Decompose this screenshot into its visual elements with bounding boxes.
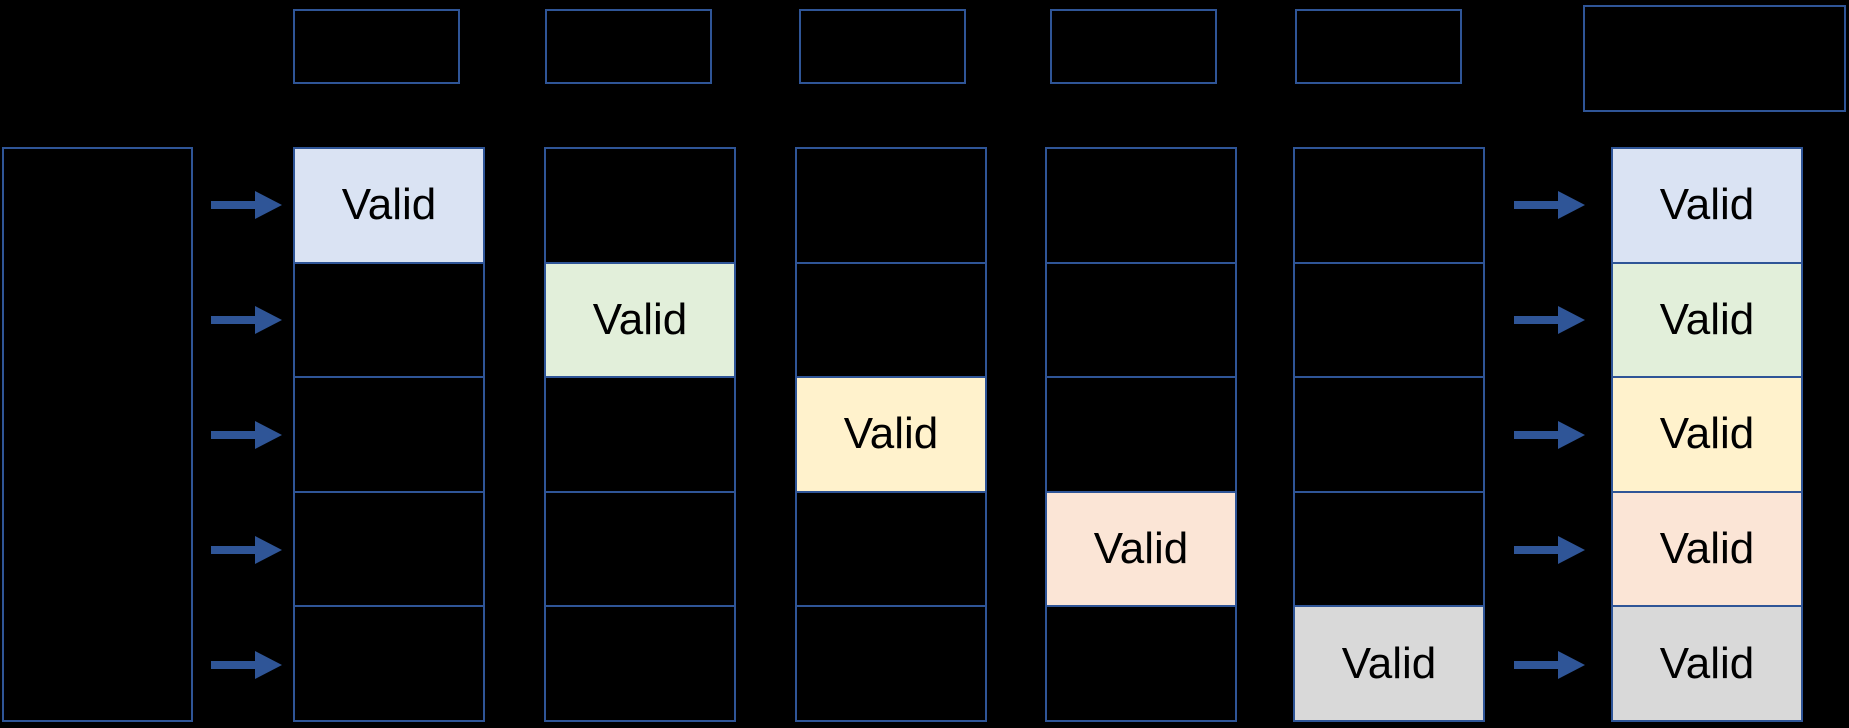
- valid-cell: Valid: [797, 378, 985, 493]
- valid-cell: Valid: [1613, 607, 1801, 720]
- empty-cell: [797, 607, 985, 720]
- valid-label: Valid: [843, 409, 939, 459]
- empty-cell: [1047, 149, 1235, 264]
- valid-cell: Valid: [546, 263, 734, 379]
- column-3: Valid: [795, 147, 987, 722]
- column-2: Valid: [544, 147, 736, 722]
- valid-label: Valid: [1659, 638, 1755, 688]
- empty-cell: [546, 149, 734, 264]
- valid-cell: Valid: [1047, 492, 1235, 608]
- valid-label: Valid: [341, 180, 437, 230]
- arrow-right-icon: [1514, 306, 1585, 334]
- valid-cell: Valid: [1613, 492, 1801, 608]
- valid-cell: Valid: [1613, 378, 1801, 493]
- empty-cell: [1295, 378, 1483, 493]
- valid-label: Valid: [1659, 409, 1755, 459]
- empty-cell: [295, 607, 483, 720]
- empty-cell: [797, 493, 985, 608]
- header-box-5: [1295, 9, 1462, 84]
- empty-cell: [797, 149, 985, 264]
- empty-cell: [295, 493, 483, 608]
- column-4: Valid: [1045, 147, 1237, 722]
- arrow-right-icon: [211, 421, 282, 449]
- empty-cell: [1295, 493, 1483, 608]
- arrow-right-icon: [211, 306, 282, 334]
- arrow-right-icon: [211, 536, 282, 564]
- header-box-4: [1050, 9, 1217, 84]
- arrow-right-icon: [1514, 421, 1585, 449]
- column-1: Valid: [293, 147, 485, 722]
- header-box-result: [1583, 5, 1846, 112]
- empty-cell: [797, 264, 985, 379]
- empty-cell: [546, 378, 734, 493]
- valid-cell: Valid: [1295, 607, 1483, 720]
- valid-label: Valid: [1659, 180, 1755, 230]
- empty-cell: [295, 378, 483, 493]
- arrow-right-icon: [1514, 651, 1585, 679]
- empty-cell: [1295, 264, 1483, 379]
- valid-cell: Valid: [1613, 149, 1801, 264]
- empty-cell: [1047, 607, 1235, 720]
- valid-label: Valid: [1093, 524, 1189, 574]
- valid-cell: Valid: [1613, 263, 1801, 379]
- empty-cell: [546, 607, 734, 720]
- column-5: Valid: [1293, 147, 1485, 722]
- valid-label: Valid: [1341, 638, 1437, 688]
- empty-cell: [1047, 378, 1235, 493]
- empty-cell: [546, 493, 734, 608]
- arrow-right-icon: [211, 651, 282, 679]
- valid-label: Valid: [1659, 524, 1755, 574]
- arrow-right-icon: [1514, 191, 1585, 219]
- header-box-3: [799, 9, 966, 84]
- valid-label: Valid: [592, 294, 688, 344]
- arrow-right-icon: [211, 191, 282, 219]
- valid-label: Valid: [1659, 294, 1755, 344]
- empty-cell: [295, 264, 483, 379]
- header-box-2: [545, 9, 712, 84]
- empty-cell: [1047, 264, 1235, 379]
- source-box: [2, 147, 193, 722]
- arrow-right-icon: [1514, 536, 1585, 564]
- header-box-1: [293, 9, 460, 84]
- valid-cell: Valid: [295, 149, 483, 264]
- empty-cell: [1295, 149, 1483, 264]
